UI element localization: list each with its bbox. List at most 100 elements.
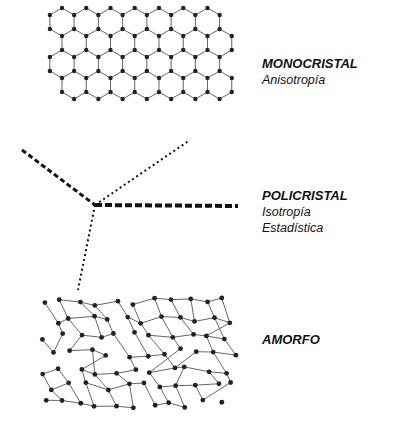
bond-line — [171, 298, 191, 300]
bond-line — [63, 207, 75, 216]
bond-line — [14, 191, 26, 200]
bond-line — [235, 264, 246, 271]
atom-dot — [173, 124, 178, 129]
bond-line — [65, 227, 71, 237]
atom-dot — [122, 162, 128, 168]
bond-line — [123, 283, 134, 290]
bond-line — [46, 125, 58, 134]
bond-line — [1, 130, 13, 139]
atom-dot — [173, 383, 178, 388]
atom-dot — [233, 242, 237, 246]
atom-dot — [117, 171, 123, 177]
atom-dot — [98, 242, 102, 246]
bond-line — [26, 182, 30, 193]
bond-line — [107, 233, 119, 243]
atom-dot — [177, 248, 181, 252]
atom-dot — [44, 131, 50, 137]
bond-line — [111, 251, 112, 264]
atom-dot — [62, 204, 68, 210]
bond-line — [84, 176, 96, 185]
bond-line — [151, 166, 155, 177]
bond-line — [179, 244, 190, 251]
bond-line — [47, 175, 53, 185]
atom-dot — [182, 364, 187, 369]
atom-dot — [8, 193, 14, 199]
bond-line — [159, 181, 171, 190]
atom-dot — [233, 268, 237, 272]
atom-dot — [181, 183, 186, 188]
atom-dot — [211, 149, 216, 154]
bond-line — [164, 354, 174, 368]
atom-dot — [255, 268, 259, 272]
atom-dot — [81, 179, 87, 185]
bond-line — [6, 112, 18, 121]
atom-dot — [157, 216, 163, 222]
bond-line — [204, 146, 213, 152]
atom-dot — [138, 129, 143, 134]
bond-line — [116, 207, 128, 217]
bond-line — [206, 336, 213, 352]
atom-dot — [60, 331, 65, 336]
bond-line — [80, 155, 92, 164]
atom-dot — [86, 162, 92, 168]
atom-dot — [230, 34, 234, 38]
atom-dot — [185, 147, 190, 152]
atom-dot — [48, 69, 52, 73]
atom-dot — [133, 6, 137, 10]
atom-dot — [204, 334, 209, 339]
bond-line — [206, 323, 229, 336]
atom-dot — [132, 222, 136, 226]
bond-line — [101, 144, 107, 154]
atom-dot — [181, 34, 185, 38]
bond-line — [121, 131, 133, 140]
atom-dot — [26, 180, 32, 186]
atom-dot — [41, 102, 47, 108]
bond-line — [9, 170, 21, 179]
bond-line — [111, 264, 122, 271]
bond-line — [189, 164, 198, 170]
atom-dot — [148, 175, 154, 181]
bond-line — [175, 126, 176, 136]
atom-dot — [181, 6, 185, 10]
bond-line — [107, 170, 119, 180]
bond-line — [201, 283, 212, 290]
bond-line — [235, 231, 236, 244]
atom-dot — [205, 165, 210, 170]
atom-dot — [157, 90, 161, 94]
structure-label: MONOCRISTAL — [262, 56, 358, 72]
atom-dot — [136, 178, 142, 184]
atom-dot — [212, 315, 217, 320]
atom-dot — [100, 122, 106, 128]
bond-line — [118, 301, 128, 317]
bond-line — [145, 283, 156, 290]
bond-line — [0, 170, 11, 180]
bond-line — [246, 244, 257, 251]
bond-line — [169, 142, 170, 152]
atom-dot — [256, 158, 261, 163]
atom-dot — [169, 297, 174, 302]
atom-dot — [163, 120, 168, 125]
bond-line — [224, 339, 235, 355]
bond-line — [89, 160, 101, 170]
bond-line — [83, 155, 89, 165]
atom-dot — [109, 209, 113, 213]
bond-line — [217, 114, 226, 120]
bond-line — [144, 383, 155, 405]
bond-line — [179, 150, 188, 156]
bond-line — [145, 264, 156, 271]
bond-line — [100, 244, 111, 251]
bond-line — [222, 298, 230, 323]
atom-dot — [205, 48, 209, 52]
bond-line — [131, 134, 143, 143]
atom-dot — [252, 128, 257, 133]
bond-line — [223, 159, 232, 165]
bond-line — [125, 222, 137, 232]
atom-dot — [51, 206, 57, 212]
atom-dot — [144, 155, 150, 161]
atom-dot — [177, 154, 182, 159]
atom-dot — [244, 261, 248, 265]
bond-line — [81, 181, 85, 192]
bond-line — [185, 134, 194, 140]
atom-dot — [165, 229, 169, 233]
atom-dot — [22, 159, 28, 165]
